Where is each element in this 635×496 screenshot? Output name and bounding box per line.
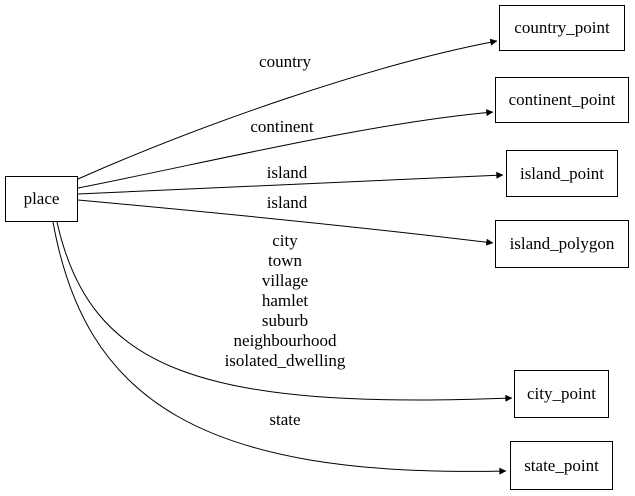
node-label-country-point: country_point (514, 18, 610, 37)
node-label-island-polygon: island_polygon (509, 234, 615, 253)
node-label-city-point: city_point (527, 384, 596, 403)
edge-label-island-point: island (266, 163, 308, 182)
graph-node-island-point: island_point (506, 150, 618, 197)
edge-label-line: isolated_dwelling (224, 351, 346, 370)
edge-place-city-point (56, 221, 513, 402)
node-label-state-point: state_point (524, 455, 599, 475)
node-label-place: place (23, 189, 60, 208)
edge-label-city-multiline: city town village hamlet suburb neighbou… (225, 231, 346, 371)
edge-place-country-point (77, 38, 498, 180)
edge-label-state: state (269, 410, 301, 429)
edge-place-island-polygon (77, 199, 494, 246)
edge-place-continent-point (77, 109, 494, 189)
graph-node-country-point: country_point (499, 5, 625, 51)
edge-label-line: village (261, 271, 309, 290)
edge-place-island-point (77, 171, 504, 195)
node-label-island-point: island_point (519, 163, 605, 183)
edge-label-country: country (259, 52, 311, 71)
edge-label-line: suburb (261, 311, 309, 330)
edge-label-continent: continent (250, 117, 314, 136)
edge-place-state-point (52, 221, 507, 475)
graph-node-island-polygon: island_polygon (495, 220, 629, 268)
edge-label-line: city (272, 231, 298, 250)
graph-node-state-point: state_point (510, 441, 613, 490)
node-label-continent-point: continent_point (508, 90, 616, 109)
graph-node-city-point: city_point (514, 370, 609, 418)
edge-label-island-polygon: island (266, 193, 308, 212)
graph-node-continent-point: continent_point (495, 77, 629, 123)
graph-node-place: place (5, 176, 78, 222)
edge-label-line: town (268, 251, 302, 270)
edge-label-line: neighbourhood (233, 331, 337, 350)
edge-label-line: hamlet (261, 291, 309, 310)
